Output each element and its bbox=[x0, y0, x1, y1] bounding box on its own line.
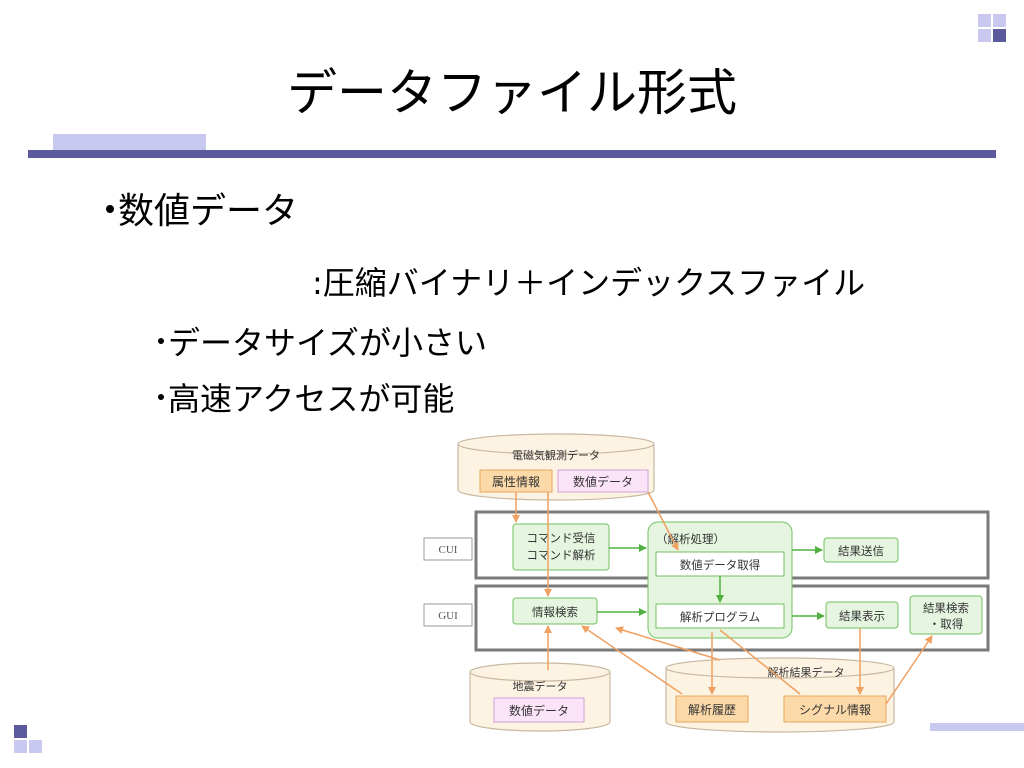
bullet-level1-sub: :圧縮バイナリ＋インデックスファイル bbox=[312, 262, 865, 304]
system-diagram: 電磁気観測データ 属性情報 数値データ CUI GUI コマンド受信 コマンド解… bbox=[423, 433, 990, 733]
bullet-text: 数値データ bbox=[118, 191, 299, 232]
result-show-box bbox=[825, 601, 899, 629]
result-search-box bbox=[909, 595, 983, 635]
analysis-prog-label: 解析プログラム bbox=[680, 610, 760, 624]
bullet-level1: 数値データ bbox=[106, 188, 298, 236]
quake-num-label: 数値データ bbox=[509, 703, 569, 718]
get-data-box bbox=[655, 551, 785, 577]
corner-square bbox=[29, 740, 42, 753]
info-search-box bbox=[512, 597, 598, 625]
result-send-box bbox=[823, 537, 899, 563]
analysis-prog-box bbox=[655, 603, 785, 629]
analysis-title: （解析処理） bbox=[656, 532, 725, 546]
result-cylinder-label: 解析結果データ bbox=[768, 665, 845, 679]
bullet-level2: データサイズが小さい bbox=[158, 322, 487, 364]
history-label: 解析履歴 bbox=[688, 703, 736, 717]
get-data-label: 数値データ取得 bbox=[680, 558, 761, 572]
quake-num-box bbox=[493, 697, 585, 723]
num-data-box bbox=[557, 469, 649, 493]
result-search-line2: ・取得 bbox=[929, 617, 964, 631]
bullet-text: 高速アクセスが可能 bbox=[168, 380, 455, 418]
num-data-label: 数値データ bbox=[573, 474, 633, 489]
page-title: データファイル形式 bbox=[287, 64, 737, 122]
flow-arrows-orange bbox=[512, 491, 933, 705]
command-line1: コマンド受信 bbox=[527, 531, 596, 545]
cylinder-label: 電磁気観測データ bbox=[512, 448, 600, 462]
info-search-label: 情報検索 bbox=[532, 605, 578, 619]
corner-square bbox=[14, 740, 27, 753]
corner-square bbox=[978, 14, 991, 27]
bullet-dot bbox=[158, 394, 164, 400]
bullet-dot bbox=[106, 205, 114, 213]
cui-label-box bbox=[423, 537, 473, 561]
signal-box bbox=[783, 695, 887, 723]
bullet-dot bbox=[158, 338, 164, 344]
corner-square bbox=[993, 29, 1006, 42]
quake-cylinder-label: 地震データ bbox=[513, 679, 568, 693]
gui-label-box bbox=[423, 603, 473, 627]
command-line2: コマンド解析 bbox=[527, 548, 596, 562]
bottom-right-stripe bbox=[930, 723, 1024, 731]
title-accent-light bbox=[53, 134, 206, 150]
result-search-line1: 結果検索 bbox=[923, 601, 969, 615]
result-send-label: 結果送信 bbox=[838, 544, 884, 558]
bullet-text: データサイズが小さい bbox=[168, 324, 488, 362]
history-box bbox=[675, 695, 749, 723]
bullet-level2: 高速アクセスが可能 bbox=[158, 378, 454, 420]
cui-label: CUI bbox=[439, 544, 458, 556]
gui-label: GUI bbox=[438, 610, 458, 622]
title-underline bbox=[28, 150, 996, 158]
command-box bbox=[512, 523, 610, 571]
signal-label: シグナル情報 bbox=[799, 703, 871, 717]
bullet-sub-text: :圧縮バイナリ＋インデックスファイル bbox=[312, 264, 866, 302]
corner-square bbox=[978, 29, 991, 42]
corner-square bbox=[14, 725, 27, 738]
attr-info-label: 属性情報 bbox=[492, 475, 540, 489]
flow-arrows-green bbox=[597, 544, 825, 620]
corner-square bbox=[993, 14, 1006, 27]
result-show-label: 結果表示 bbox=[839, 609, 885, 623]
